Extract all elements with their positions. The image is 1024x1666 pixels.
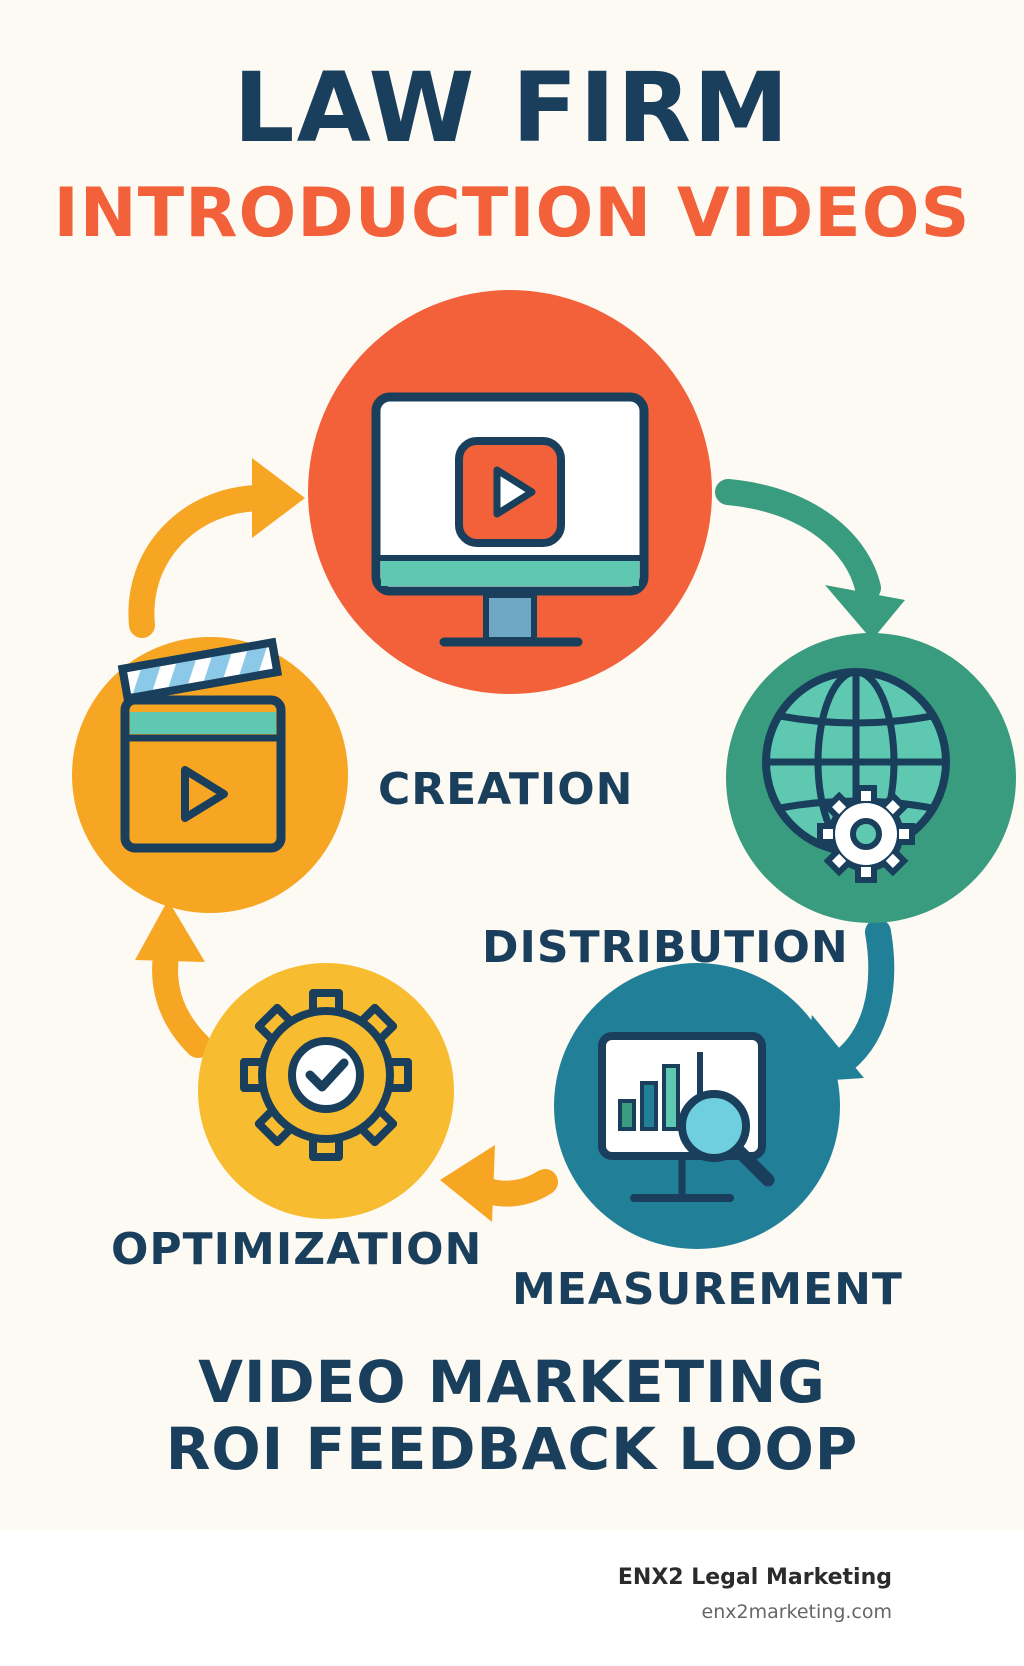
stage-label-measurement: MEASUREMENT bbox=[512, 1264, 903, 1315]
monitor-play-icon bbox=[371, 392, 649, 647]
bottom-title-line2: ROI FEEDBACK LOOP bbox=[165, 1415, 859, 1483]
brand-name: ENX2 Legal Marketing bbox=[617, 1565, 892, 1590]
feedback-loop-diagram bbox=[72, 290, 1016, 1249]
analytics-magnifier-icon bbox=[598, 1032, 775, 1202]
brand-url: enx2marketing.com bbox=[701, 1601, 893, 1623]
footer-band bbox=[0, 1530, 1024, 1666]
stage-label-distribution: DISTRIBUTION bbox=[482, 922, 849, 973]
stage-label-optimization: OPTIMIZATION bbox=[111, 1224, 483, 1275]
bottom-title-line1: VIDEO MARKETING bbox=[198, 1348, 826, 1416]
stage-label-creation: CREATION bbox=[378, 764, 634, 815]
arrow-optimization-to-clapper bbox=[135, 900, 211, 1058]
page-subtitle: INTRODUCTION VIDEOS bbox=[53, 174, 971, 253]
globe-gear-icon bbox=[762, 668, 950, 883]
clapperboard-play-icon bbox=[117, 637, 286, 853]
arrow-clapper-to-monitor bbox=[128, 458, 305, 638]
arrow-monitor-to-globe bbox=[715, 479, 905, 640]
page-title: LAW FIRM bbox=[233, 52, 791, 164]
arrow-measurement-to-optimization bbox=[440, 1145, 558, 1222]
gear-check-icon bbox=[240, 989, 412, 1161]
